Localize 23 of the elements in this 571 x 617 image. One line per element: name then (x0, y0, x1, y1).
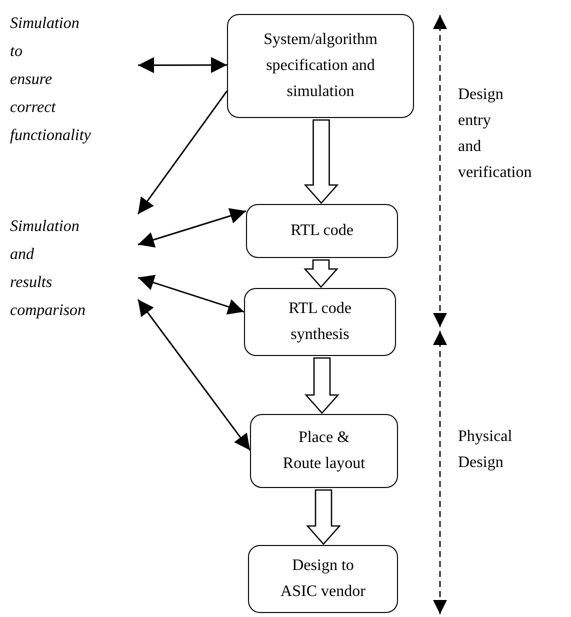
arrow (137, 90, 228, 215)
annotation-text: Simulation to ensure correct functionality (10, 14, 92, 146)
block-arrow (304, 357, 340, 414)
arrow (137, 299, 251, 451)
arrow (138, 57, 227, 74)
process-box (227, 14, 414, 118)
process-box (248, 545, 398, 613)
block-arrow (304, 119, 339, 204)
box-label: System/algorithm specification and simulation (262, 30, 378, 102)
box-label: RTL code synthesis (288, 299, 352, 345)
phase-label: Design entry and verification (458, 85, 533, 183)
process-box (250, 414, 398, 488)
arrow (138, 208, 246, 248)
block-arrow (304, 259, 338, 288)
box-label: Place & Route layout (282, 428, 366, 474)
block-arrow (306, 489, 341, 545)
arrow (138, 274, 244, 314)
phase-label: Physical Design (458, 427, 514, 473)
box-label: RTL code (290, 221, 354, 241)
process-box (244, 288, 396, 356)
annotation-text: Simulation and results comparison (10, 217, 87, 321)
box-label: Design to ASIC vendor (280, 556, 366, 602)
process-box (246, 204, 398, 258)
